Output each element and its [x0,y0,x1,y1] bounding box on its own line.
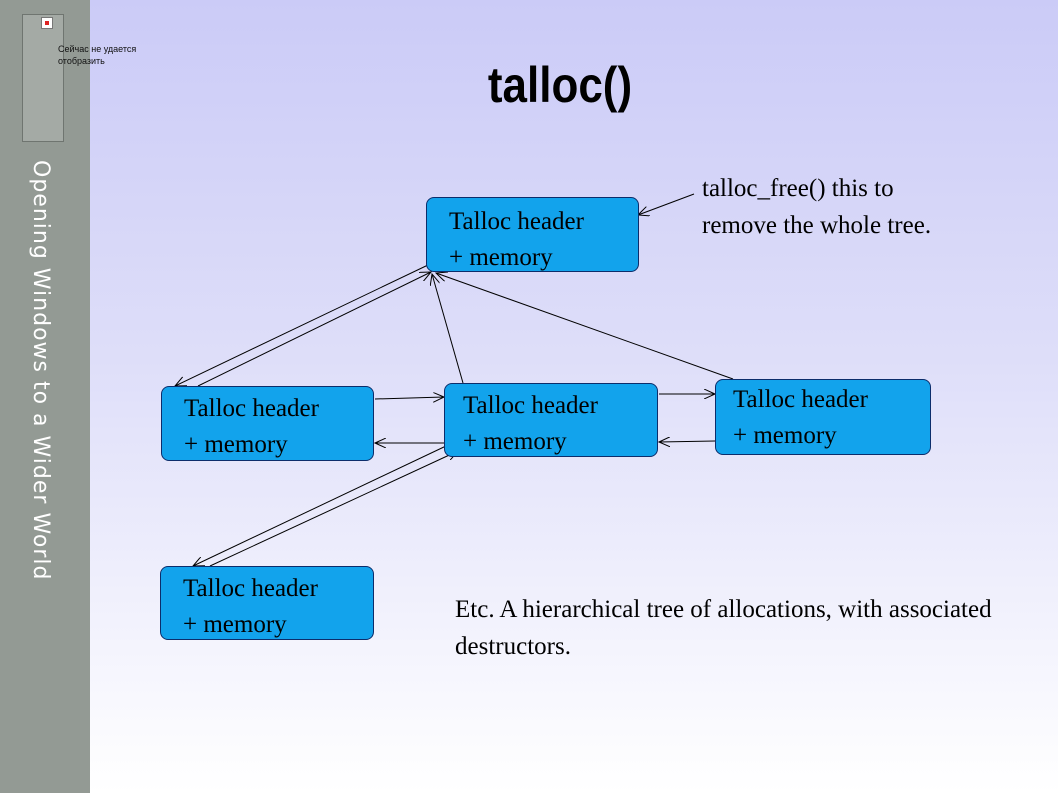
arrow-middle-to-bottom [193,445,447,566]
node-right-header: Talloc header [733,386,868,413]
node-right: Talloc header + memory [715,379,931,455]
free-note: talloc_free() this to remove the whole t… [702,175,932,239]
node-left-header: Talloc header [184,395,319,422]
slide-title: talloc() [487,57,633,113]
arrow-right-to-root [436,273,734,380]
arrow-left-to-root [197,272,431,387]
summary-note: Etc. A hierarchical tree of allocations,… [455,596,992,660]
sidebar: Сейчас не удается отобразить Opening Win… [0,0,136,793]
node-middle-memory: + memory [463,428,567,455]
node-root-memory: + memory [449,244,553,271]
node-middle: Talloc header + memory [444,383,658,457]
broken-image-icon [41,17,53,29]
node-left: Talloc header + memory [161,386,374,461]
node-bottom-memory: + memory [183,611,287,638]
arrow-middle-to-root [432,274,464,384]
arrow-right-to-middle [659,441,716,442]
node-right-memory: + memory [733,422,837,449]
node-root: Talloc header + memory [426,197,639,272]
broken-image-placeholder [22,14,64,142]
node-root-header: Talloc header [449,208,584,235]
arrow-bottom-to-middle [209,451,458,567]
arrow-note-to-root [638,193,695,215]
arrow-left-to-middle [374,397,444,399]
node-bottom-header: Talloc header [183,575,318,602]
broken-image-text: Сейчас не удается отобразить [58,44,137,66]
node-bottom: Talloc header + memory [160,566,374,640]
node-middle-header: Talloc header [463,392,598,419]
arrow-root-to-left [175,264,429,386]
node-left-memory: + memory [184,431,288,458]
